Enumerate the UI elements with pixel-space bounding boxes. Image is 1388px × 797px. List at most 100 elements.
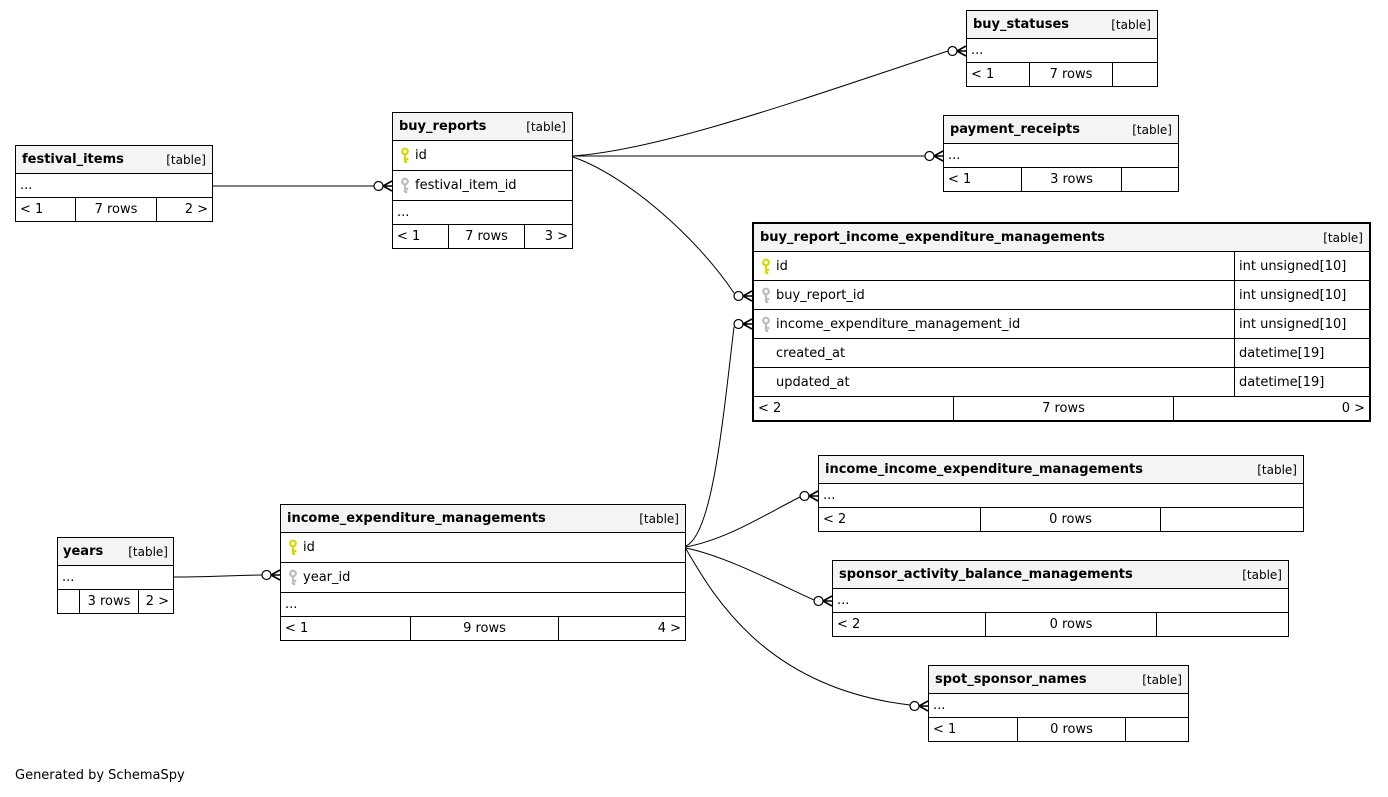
parents-count: < 2 bbox=[758, 401, 782, 416]
column-type: datetime[19] bbox=[1234, 368, 1369, 396]
table-tag: [table] bbox=[1323, 230, 1363, 245]
table-header: spot_sponsor_names [table] bbox=[929, 666, 1188, 694]
foreign-key-icon bbox=[758, 316, 774, 333]
ellipsis-label: ... bbox=[20, 178, 33, 193]
row-count: 7 rows bbox=[953, 397, 1173, 420]
table-title[interactable]: payment_receipts bbox=[950, 122, 1080, 137]
ellipsis-label: ... bbox=[62, 570, 75, 585]
table-footer: < 2 0 rows bbox=[833, 613, 1288, 636]
parents-count: < 1 bbox=[20, 202, 44, 217]
table-festival-items: festival_items [table] ... < 1 7 rows 2 … bbox=[15, 145, 213, 222]
table-tag: [table] bbox=[1257, 462, 1297, 477]
table-footer: < 2 7 rows 0 > bbox=[754, 397, 1369, 420]
column-type: int unsigned[10] bbox=[1234, 281, 1369, 309]
table-title[interactable]: buy_report_income_expenditure_management… bbox=[760, 230, 1105, 245]
table-title[interactable]: buy_reports bbox=[399, 119, 487, 134]
table-years: years [table] ... 3 rows 2 > bbox=[57, 537, 174, 614]
row-count: 3 rows bbox=[1021, 168, 1121, 191]
parents-count bbox=[58, 590, 79, 613]
ellipsis-label: ... bbox=[397, 205, 410, 220]
column-name: created_at bbox=[776, 345, 846, 361]
table-header: festival_items [table] bbox=[16, 146, 212, 174]
table-tag: [table] bbox=[166, 152, 206, 167]
table-income-income-expenditure-managements: income_income_expenditure_managements [t… bbox=[818, 455, 1304, 532]
table-title[interactable]: years bbox=[63, 544, 104, 559]
children-count bbox=[1125, 718, 1188, 741]
column-row: id int unsigned[10] bbox=[754, 252, 1369, 281]
table-footer: < 1 7 rows 2 > bbox=[16, 198, 212, 221]
parents-count: < 1 bbox=[933, 722, 957, 737]
columns-ellipsis-row: ... bbox=[833, 589, 1288, 613]
foreign-key-icon bbox=[758, 287, 774, 304]
columns-ellipsis-row: ... bbox=[16, 174, 212, 198]
generated-by-note: Generated by SchemaSpy bbox=[15, 768, 185, 783]
row-count: 0 rows bbox=[980, 508, 1160, 531]
table-payment-receipts: payment_receipts [table] ... < 1 3 rows bbox=[943, 115, 1179, 192]
table-buy-reports: buy_reports [table] id festival_item_id … bbox=[392, 112, 573, 249]
column-row: id bbox=[393, 141, 572, 171]
column-row: buy_report_id int unsigned[10] bbox=[754, 281, 1369, 310]
children-count bbox=[1156, 613, 1288, 636]
row-count: 7 rows bbox=[1029, 63, 1112, 86]
table-title[interactable]: festival_items bbox=[22, 152, 124, 167]
ellipsis-label: ... bbox=[971, 43, 984, 58]
table-header: sponsor_activity_balance_managements [ta… bbox=[833, 561, 1288, 589]
column-name: income_expenditure_management_id bbox=[776, 316, 1021, 332]
columns-ellipsis-row: ... bbox=[58, 566, 173, 590]
table-title[interactable]: sponsor_activity_balance_managements bbox=[839, 567, 1133, 582]
table-tag: [table] bbox=[1242, 567, 1282, 582]
ellipsis-label: ... bbox=[837, 593, 850, 608]
table-sponsor-activity-balance-managements: sponsor_activity_balance_managements [ta… bbox=[832, 560, 1289, 637]
columns-ellipsis-row: ... bbox=[819, 484, 1303, 508]
table-footer: < 1 9 rows 4 > bbox=[281, 617, 685, 640]
column-row: id bbox=[281, 533, 685, 563]
table-header: income_income_expenditure_managements [t… bbox=[819, 456, 1303, 484]
table-title[interactable]: spot_sponsor_names bbox=[935, 672, 1087, 687]
relationship-iem-sponsor-activity bbox=[685, 547, 833, 607]
relationship-years-iem bbox=[173, 569, 281, 581]
ellipsis-label: ... bbox=[823, 488, 836, 503]
column-name: id bbox=[415, 148, 427, 163]
table-tag: [table] bbox=[526, 119, 566, 134]
table-header: buy_reports [table] bbox=[393, 113, 572, 141]
relationship-festival-items-buy-reports bbox=[213, 180, 393, 192]
table-tag: [table] bbox=[1142, 672, 1182, 687]
table-footer: < 1 7 rows 3 > bbox=[393, 225, 572, 248]
table-buy-report-income-expenditure-managements: buy_report_income_expenditure_management… bbox=[752, 222, 1371, 422]
column-type: datetime[19] bbox=[1234, 339, 1369, 367]
table-buy-statuses: buy_statuses [table] ... < 1 7 rows bbox=[966, 10, 1158, 87]
table-title[interactable]: buy_statuses bbox=[973, 17, 1070, 32]
column-name: id bbox=[776, 258, 788, 274]
row-count: 0 rows bbox=[985, 613, 1156, 636]
columns-ellipsis-row: ... bbox=[929, 694, 1188, 718]
table-header: income_expenditure_managements [table] bbox=[281, 505, 685, 533]
children-count bbox=[1121, 168, 1178, 191]
row-count: 7 rows bbox=[75, 198, 156, 221]
relationship-buy-reports-payment-receipts bbox=[573, 150, 944, 162]
relationship-iem-brem bbox=[685, 318, 753, 547]
column-row: income_expenditure_management_id int uns… bbox=[754, 310, 1369, 339]
foreign-key-icon bbox=[285, 569, 301, 586]
row-count: 7 rows bbox=[448, 225, 524, 248]
table-tag: [table] bbox=[639, 511, 679, 526]
table-spot-sponsor-names: spot_sponsor_names [table] ... < 1 0 row… bbox=[928, 665, 1189, 742]
children-count: 2 > bbox=[156, 198, 212, 221]
table-tag: [table] bbox=[1132, 122, 1172, 137]
column-row: updated_at datetime[19] bbox=[754, 368, 1369, 397]
children-count bbox=[1112, 63, 1157, 86]
row-count: 3 rows bbox=[79, 590, 138, 613]
table-header: buy_statuses [table] bbox=[967, 11, 1157, 39]
table-title[interactable]: income_income_expenditure_managements bbox=[825, 462, 1143, 477]
parents-count: < 1 bbox=[397, 229, 421, 244]
children-count: 4 > bbox=[558, 617, 685, 640]
relationship-buy-reports-buy-statuses bbox=[572, 45, 967, 157]
primary-key-icon bbox=[758, 258, 774, 275]
columns-ellipsis-row: ... bbox=[944, 144, 1178, 168]
table-footer: < 1 7 rows bbox=[967, 63, 1157, 86]
table-footer: < 2 0 rows bbox=[819, 508, 1303, 531]
column-row: year_id bbox=[281, 563, 685, 593]
row-count: 9 rows bbox=[410, 617, 558, 640]
table-title[interactable]: income_expenditure_managements bbox=[287, 511, 546, 526]
